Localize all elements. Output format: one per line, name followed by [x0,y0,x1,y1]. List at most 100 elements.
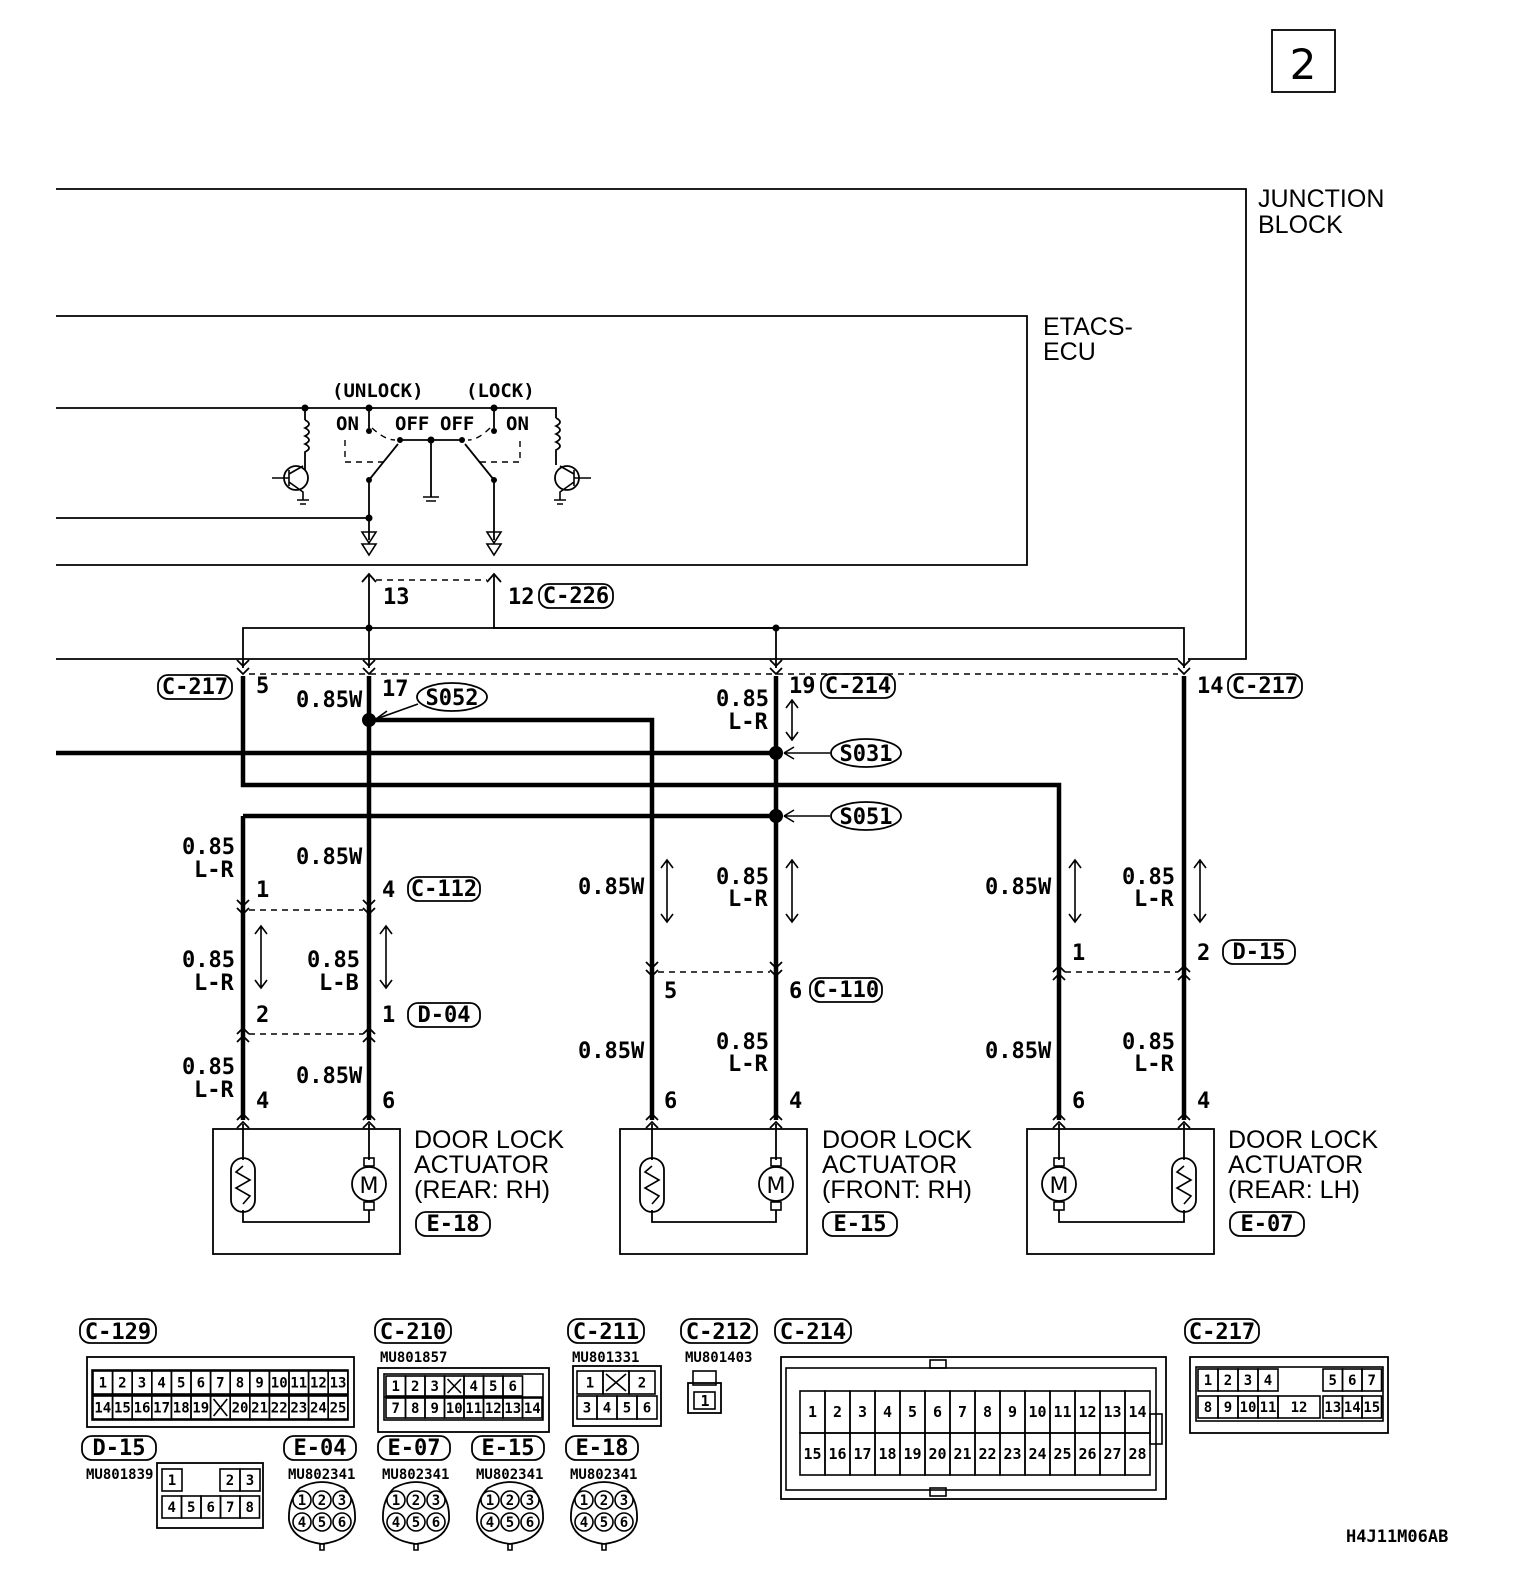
unlock-on-label: ON [336,413,359,435]
connector-pin: 6 [197,1376,205,1392]
connector-pin: 8 [983,1403,992,1421]
connector-pin: 14 [524,1401,541,1417]
wire-spec: 0.85 [307,948,360,973]
connector-pin: 10 [446,1401,463,1417]
connector-pin: 5 [506,1515,514,1531]
connector-cavity [614,1512,634,1532]
wire-color: L-R [194,971,234,996]
connector-cavity [628,1370,656,1395]
connector-cavity [574,1512,594,1532]
connector-part-number: MU801403 [685,1350,752,1366]
connector-part-number: MU801839 [86,1467,153,1483]
connector-pin: 1 [580,1493,588,1509]
lock-on-label: ON [506,413,529,435]
connector-e07: E-07 [1241,1212,1294,1237]
connector-view-name: C-211 [573,1320,639,1345]
connector-pin: 9 [255,1376,263,1392]
connector-pin: 18 [173,1401,190,1417]
wire-spec: 0.85 [1122,1030,1175,1055]
wire-spec: 0.85 [182,1055,235,1080]
connector-d15: D-15 [1233,940,1286,965]
connector-pin: 4 [392,1515,400,1531]
d15-pin-2: 2 [1197,941,1210,966]
connector-pin: 4 [580,1515,588,1531]
actuator-pin: 6 [382,1089,395,1114]
svg-text:M: M [360,1174,379,1199]
connector-pin: 1 [486,1493,494,1509]
connector-view-name: E-07 [388,1436,441,1461]
connector-pin: 5 [489,1379,497,1395]
connector-d04: D-04 [418,1003,471,1028]
wire-spec: 0.85W [985,875,1052,900]
connector-pin: 13 [330,1376,347,1392]
connector-pin: 24 [1028,1445,1046,1463]
connector-pin: 3 [138,1376,146,1392]
connector-c217-left: C-217 [162,675,228,700]
connector-pin: 2 [226,1473,234,1489]
connector-pin: 18 [878,1445,896,1463]
connector-pin: 2 [1224,1373,1232,1389]
actuator-title-3: (FRONT: RH) [822,1176,972,1204]
connector-cavity [500,1512,520,1532]
unlock-label: (UNLOCK) [332,380,424,402]
actuator-title-2: ACTUATOR [414,1151,549,1179]
connector-pin: 26 [1078,1445,1096,1463]
connector-pin: 7 [958,1403,967,1421]
connector-pin: 7 [216,1376,224,1392]
connector-view-name: C-129 [85,1320,151,1345]
connector-pin: 7 [392,1401,400,1417]
connector-cavity [614,1490,634,1510]
actuator-title-1: DOOR LOCK [822,1126,972,1154]
etacs-pin-12: 12 [508,585,535,610]
actuator-title-2: ACTUATOR [1228,1151,1363,1179]
connector-pin: 1 [700,1392,709,1410]
connector-pin: 25 [330,1401,347,1417]
wire-color: L-B [319,971,359,996]
actuator-title-1: DOOR LOCK [414,1126,564,1154]
wire-spec: 0.85 [716,687,769,712]
connector-pin: 13 [504,1401,521,1417]
wire-spec: 0.85W [296,1064,363,1089]
connector-e18: E-18 [427,1212,480,1237]
d04-pin-2: 2 [256,1003,269,1028]
connector-cavity [332,1490,352,1510]
splice-s052: S052 [426,686,479,711]
etacs-pin-13: 13 [383,585,410,610]
connector-c214: C-214 [825,674,891,699]
connector-pin: 10 [271,1376,288,1392]
actuator-pin: 4 [789,1089,802,1114]
connector-pin: 24 [310,1401,327,1417]
connector-cavity [426,1490,446,1510]
connector-cavity [239,1468,261,1492]
motor-icon [758,1166,794,1202]
actuator-pin: 6 [664,1089,677,1114]
connector-pin: 23 [1003,1445,1021,1463]
connector-pin: 3 [432,1493,440,1509]
junction-pin-17: 17 [382,677,409,702]
wire-color: L-R [728,1052,768,1077]
connector-pin: 9 [431,1401,439,1417]
connector-pin: 17 [853,1445,871,1463]
connector-view-name: C-210 [380,1320,446,1345]
svg-text:M: M [767,1174,786,1199]
connector-d15-group: 1 2 D-15 [1052,939,1296,981]
connector-cavity [292,1490,312,1510]
connector-pin: 3 [431,1379,439,1395]
connector-pin: 3 [338,1493,346,1509]
heater-icon [1171,1157,1197,1213]
connector-pin: 1 [392,1493,400,1509]
junction-pin-14: 14 [1197,674,1224,699]
connector-pin: 1 [298,1493,306,1509]
connector-c112: C-112 [411,877,477,902]
connector-pin: 1 [392,1379,400,1395]
connector-cavity [480,1512,500,1532]
connector-pin: 1 [99,1376,107,1392]
connector-pin: 4 [603,1401,611,1417]
figure-code: H4J11M06AB [1346,1527,1448,1547]
splice-s051: S051 [840,805,893,830]
connector-pin: 6 [207,1500,215,1516]
wire-spec: 0.85 [182,948,235,973]
